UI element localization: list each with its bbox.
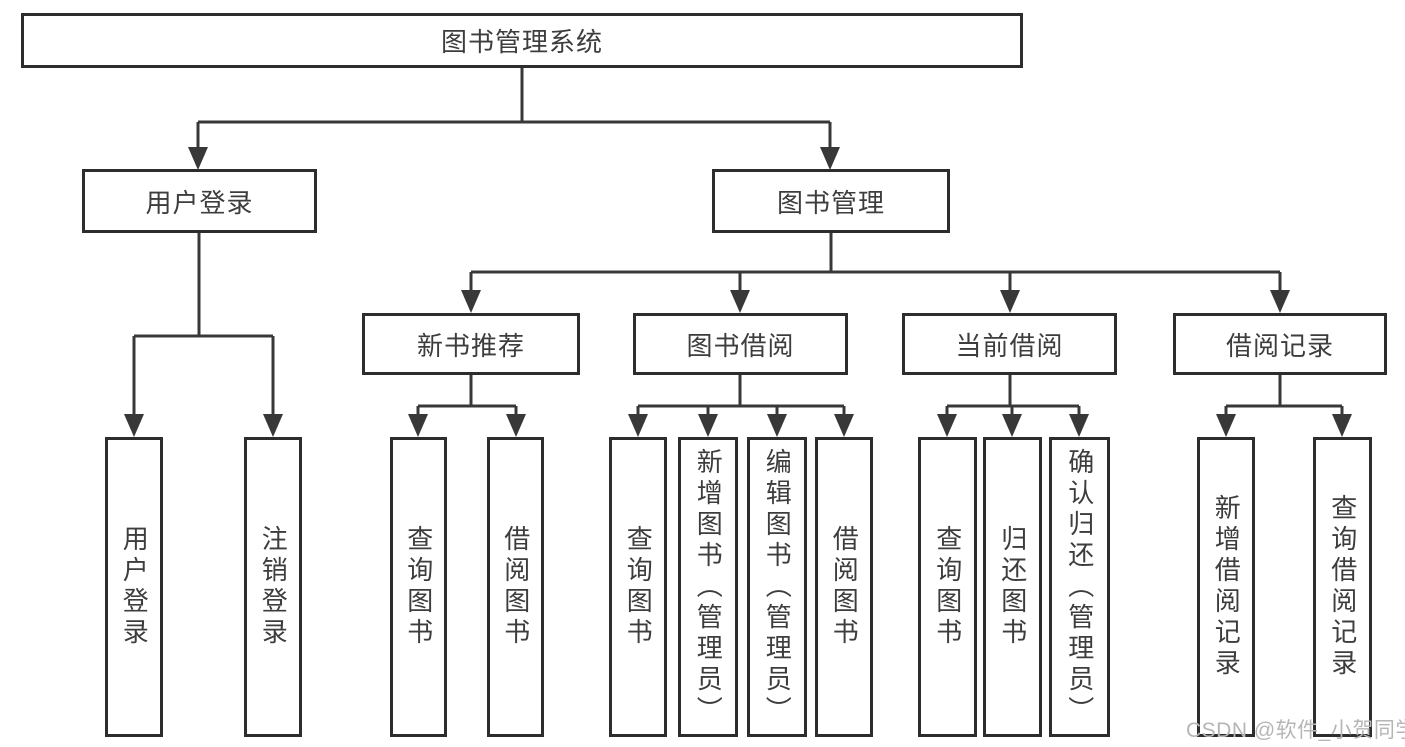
arrowhead xyxy=(730,290,750,313)
node-nbr-query-books: 查询图书 xyxy=(390,437,447,737)
connector-bookborrow-to-leaves xyxy=(628,375,854,437)
node-cb-confirm-return-label: 确认归还（管理员） xyxy=(1064,447,1095,727)
arrowhead xyxy=(628,414,648,437)
node-br-query-record-label: 查询借阅记录 xyxy=(1327,494,1358,680)
node-user-login: 用户登录 xyxy=(82,169,317,233)
node-cb-confirm-return: 确认归还（管理员） xyxy=(1049,437,1110,737)
arrowhead xyxy=(1002,414,1022,437)
arrowhead xyxy=(188,147,208,170)
arrowhead xyxy=(1000,290,1020,313)
node-book-borrowing: 图书借阅 xyxy=(633,313,848,375)
arrowhead xyxy=(820,147,840,170)
node-bb-borrow-books-label: 借阅图书 xyxy=(829,525,860,649)
arrowhead xyxy=(767,414,787,437)
node-borrowing-records: 借阅记录 xyxy=(1173,313,1387,375)
node-bb-borrow-books: 借阅图书 xyxy=(815,437,873,737)
node-br-add-record: 新增借阅记录 xyxy=(1197,437,1255,737)
node-cb-return-books: 归还图书 xyxy=(983,437,1042,737)
node-bb-edit-books: 编辑图书（管理员） xyxy=(747,437,807,737)
node-nbr-borrow-books-label: 借阅图书 xyxy=(500,525,531,649)
node-book-management: 图书管理 xyxy=(712,169,950,233)
arrowhead xyxy=(461,290,481,313)
connector-newbookrec-to-leaves xyxy=(408,375,526,437)
node-book-management-label: 图书管理 xyxy=(776,187,885,218)
node-nbr-borrow-books: 借阅图书 xyxy=(487,437,544,737)
node-root: 图书管理系统 xyxy=(21,13,1023,68)
node-bb-edit-books-label: 编辑图书（管理员） xyxy=(762,447,793,727)
node-cb-query-books-label: 查询图书 xyxy=(932,525,963,649)
node-borrowing-records-label: 借阅记录 xyxy=(1225,330,1334,361)
node-cb-query-books: 查询图书 xyxy=(918,437,977,737)
node-br-add-record-label: 新增借阅记录 xyxy=(1211,494,1242,680)
node-new-book-recommend: 新书推荐 xyxy=(362,313,580,375)
node-user-login-label: 用户登录 xyxy=(145,187,254,218)
node-book-borrowing-label: 图书借阅 xyxy=(686,330,795,361)
connector-bookmgmt-to-level3 xyxy=(461,233,1290,313)
node-leaf-user-login-label: 用户登录 xyxy=(119,525,150,649)
arrowhead xyxy=(408,414,428,437)
node-current-borrowing: 当前借阅 xyxy=(902,313,1117,375)
arrowhead xyxy=(937,414,957,437)
node-bb-add-books: 新增图书（管理员） xyxy=(678,437,738,737)
node-nbr-query-books-label: 查询图书 xyxy=(403,525,434,649)
node-leaf-logout: 注销登录 xyxy=(244,437,302,737)
arrowhead xyxy=(834,414,854,437)
arrowhead xyxy=(1069,414,1089,437)
node-bb-query-books-label: 查询图书 xyxy=(623,525,654,649)
connector-borrowrecords-to-leaves xyxy=(1216,375,1352,437)
node-current-borrowing-label: 当前借阅 xyxy=(955,330,1064,361)
connector-root-to-level2 xyxy=(188,68,840,170)
arrowhead xyxy=(506,414,526,437)
node-root-label: 图书管理系统 xyxy=(440,27,603,57)
arrowhead xyxy=(1216,414,1236,437)
arrowhead xyxy=(124,414,144,437)
node-leaf-logout-label: 注销登录 xyxy=(258,525,289,649)
node-br-query-record: 查询借阅记录 xyxy=(1313,437,1372,737)
arrowhead xyxy=(1332,414,1352,437)
node-new-book-recommend-label: 新书推荐 xyxy=(416,330,525,361)
node-cb-return-books-label: 归还图书 xyxy=(997,525,1028,649)
connector-userlogin-to-leaves xyxy=(124,233,283,437)
arrowhead xyxy=(1270,290,1290,313)
arrowhead xyxy=(698,414,718,437)
connector-currentborrow-to-leaves xyxy=(937,375,1089,437)
node-leaf-user-login: 用户登录 xyxy=(105,437,163,737)
node-bb-add-books-label: 新增图书（管理员） xyxy=(693,447,724,727)
node-bb-query-books: 查询图书 xyxy=(609,437,667,737)
arrowhead xyxy=(263,414,283,437)
watermark: CSDN @软件_小贺同学 xyxy=(1186,719,1405,742)
